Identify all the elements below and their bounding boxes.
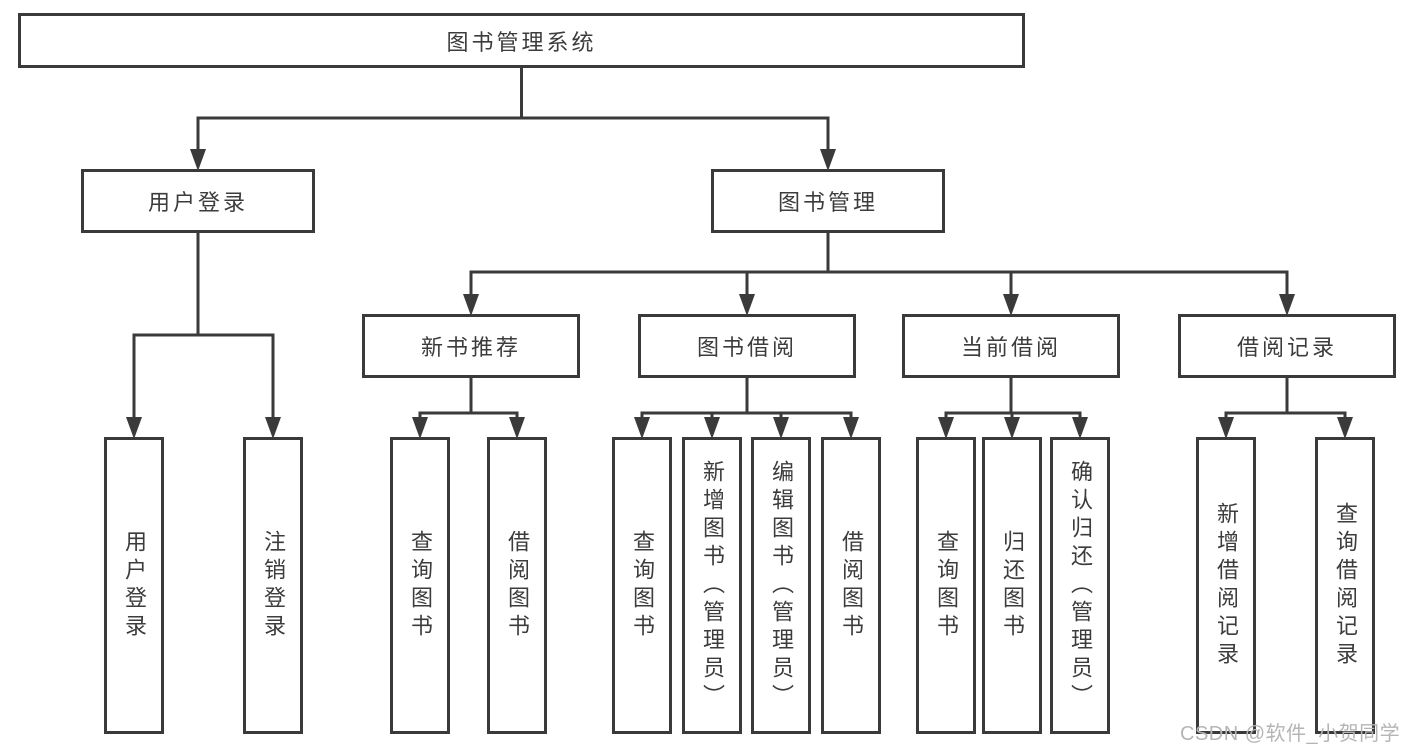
node-root: 图书管理系统 xyxy=(18,13,1025,68)
node-leaf-br-query: 查询借阅记录 xyxy=(1315,437,1375,734)
node-leaf-bb-add: 新增图书（管理员） xyxy=(682,437,742,734)
node-label-root: 图书管理系统 xyxy=(446,29,597,55)
node-leaf-user-login: 用户登录 xyxy=(104,437,164,734)
node-label-leaf-bb-add: 新增图书（管理员） xyxy=(700,459,725,712)
connector-user-login xyxy=(126,232,281,439)
arrowhead-icon xyxy=(1218,417,1234,439)
connector-new-book-rec xyxy=(412,377,525,439)
node-leaf-cb-confirm: 确认归还（管理员） xyxy=(1050,437,1110,734)
arrowhead-icon xyxy=(820,149,836,171)
arrowhead-icon xyxy=(843,417,859,439)
node-label-leaf-bb-edit: 编辑图书（管理员） xyxy=(769,459,794,712)
arrowhead-icon xyxy=(938,417,954,439)
node-leaf-bb-edit: 编辑图书（管理员） xyxy=(751,437,811,734)
arrowhead-icon xyxy=(412,417,428,439)
node-leaf-logout: 注销登录 xyxy=(243,437,303,734)
node-label-leaf-br-add: 新增借阅记录 xyxy=(1214,501,1239,670)
connector-current-borrow xyxy=(938,377,1088,439)
arrowhead-icon xyxy=(704,417,720,439)
node-leaf-nb-query: 查询图书 xyxy=(390,437,450,734)
node-leaf-bb-query: 查询图书 xyxy=(612,437,672,734)
arrowhead-icon xyxy=(1004,417,1020,439)
arrowhead-icon xyxy=(1279,294,1295,316)
node-label-leaf-nb-query: 查询图书 xyxy=(408,529,433,642)
node-label-leaf-cb-return: 归还图书 xyxy=(1000,529,1025,642)
node-leaf-br-add: 新增借阅记录 xyxy=(1196,437,1256,734)
arrowhead-icon xyxy=(265,417,281,439)
node-label-book-mgmt: 图书管理 xyxy=(777,190,878,215)
connector-root xyxy=(190,67,836,171)
arrowhead-icon xyxy=(634,417,650,439)
arrowhead-icon xyxy=(190,149,206,171)
node-book-mgmt: 图书管理 xyxy=(711,169,945,233)
node-label-leaf-cb-confirm: 确认归还（管理员） xyxy=(1068,459,1093,712)
connector-book-mgmt xyxy=(463,232,1295,316)
node-label-leaf-nb-borrow: 借阅图书 xyxy=(505,529,530,642)
node-label-leaf-br-query: 查询借阅记录 xyxy=(1333,501,1358,670)
node-new-book-rec: 新书推荐 xyxy=(362,314,580,378)
node-label-leaf-logout: 注销登录 xyxy=(261,529,286,642)
node-borrow-records: 借阅记录 xyxy=(1178,314,1396,378)
node-label-leaf-bb-query: 查询图书 xyxy=(630,529,655,642)
arrowhead-icon xyxy=(509,417,525,439)
arrowhead-icon xyxy=(126,417,142,439)
arrowhead-icon xyxy=(773,417,789,439)
node-book-borrow: 图书借阅 xyxy=(638,314,856,378)
node-label-leaf-bb-borrow: 借阅图书 xyxy=(839,529,864,642)
node-leaf-nb-borrow: 借阅图书 xyxy=(487,437,547,734)
node-user-login: 用户登录 xyxy=(81,169,315,233)
node-label-new-book-rec: 新书推荐 xyxy=(420,335,521,360)
connector-borrow-records xyxy=(1218,377,1353,439)
node-leaf-cb-return: 归还图书 xyxy=(982,437,1042,734)
watermark-text: CSDN @软件_小贺同学 xyxy=(1180,723,1401,745)
arrowhead-icon xyxy=(1003,294,1019,316)
connector-book-borrow xyxy=(634,377,859,439)
node-label-leaf-user-login: 用户登录 xyxy=(122,529,147,642)
arrowhead-icon xyxy=(1337,417,1353,439)
node-leaf-bb-borrow: 借阅图书 xyxy=(821,437,881,734)
node-label-book-borrow: 图书借阅 xyxy=(696,335,797,360)
node-leaf-cb-query: 查询图书 xyxy=(916,437,976,734)
arrowhead-icon xyxy=(739,294,755,316)
arrowhead-icon xyxy=(463,294,479,316)
node-label-borrow-records: 借阅记录 xyxy=(1236,335,1337,360)
node-current-borrow: 当前借阅 xyxy=(902,314,1120,378)
node-label-current-borrow: 当前借阅 xyxy=(960,335,1061,360)
node-label-leaf-cb-query: 查询图书 xyxy=(934,529,959,642)
node-label-user-login: 用户登录 xyxy=(147,190,248,215)
arrowhead-icon xyxy=(1072,417,1088,439)
